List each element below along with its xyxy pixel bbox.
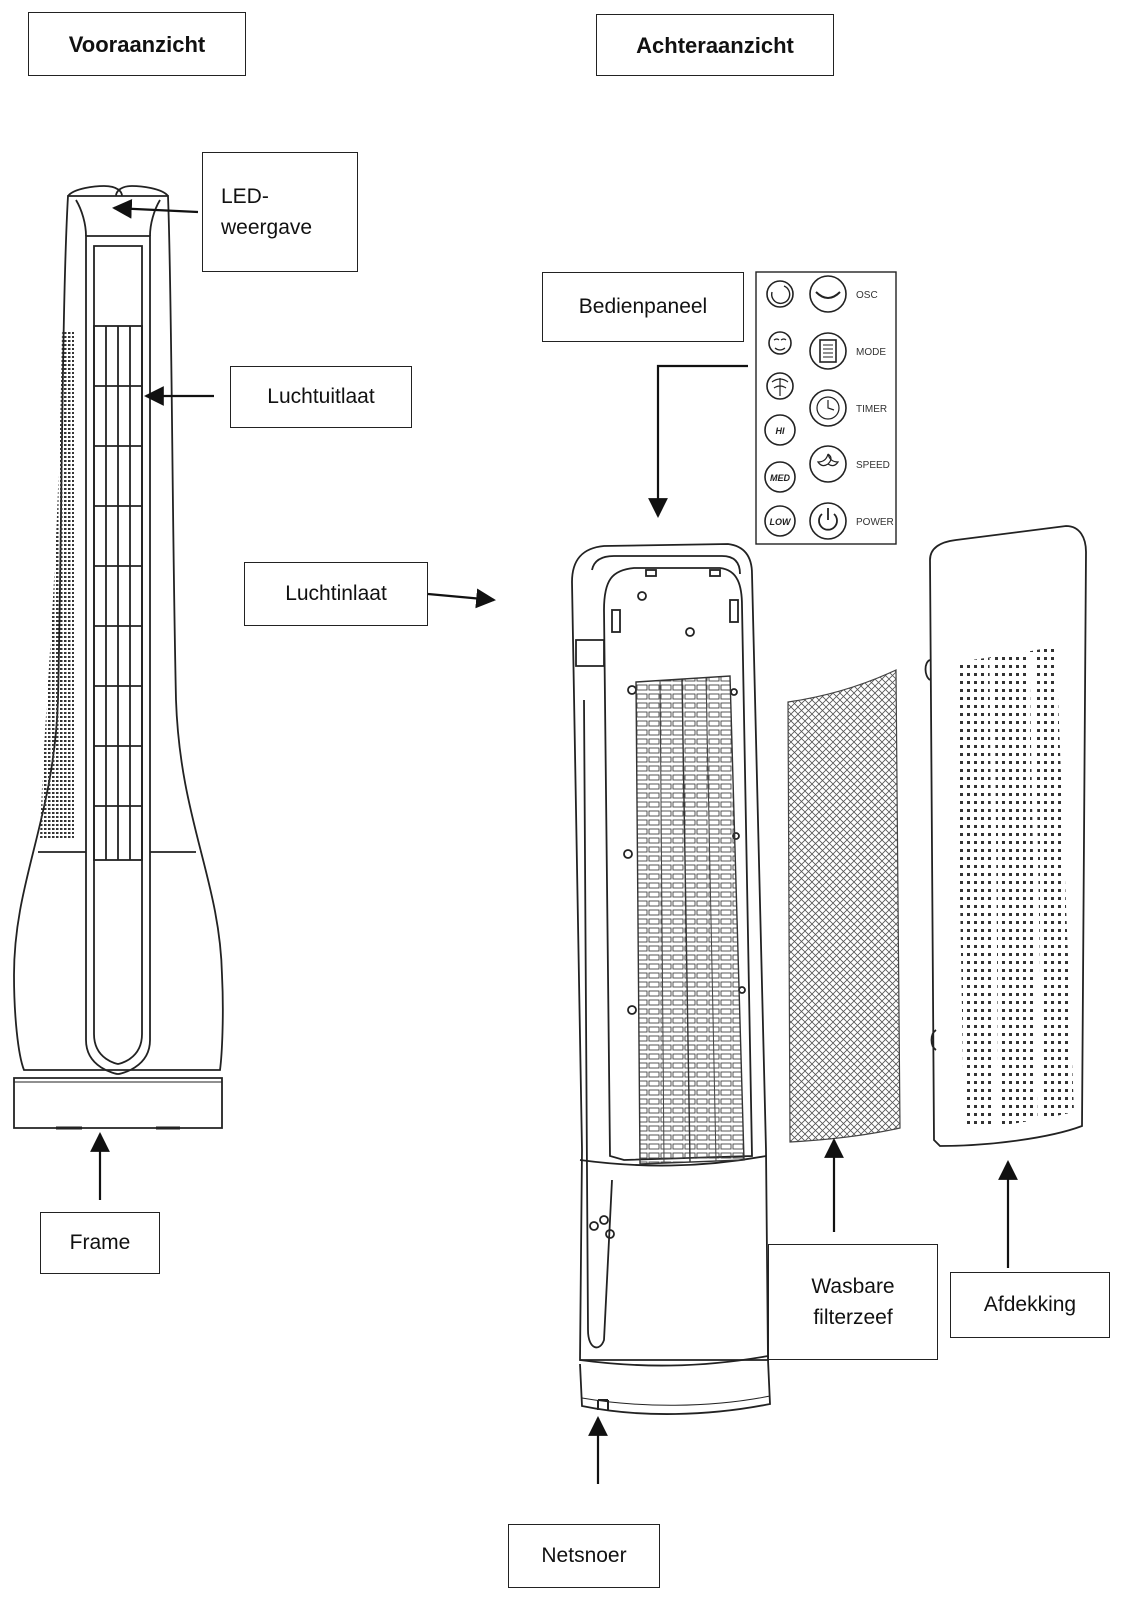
front-tower xyxy=(13,185,224,1130)
speed-label: SPEED xyxy=(856,460,890,471)
timer-label: TIMER xyxy=(856,404,887,415)
washable-filter-label-line2: filterzeef xyxy=(813,1306,893,1329)
natural-wind-icon xyxy=(766,372,794,400)
sleep-icon xyxy=(768,331,792,355)
front-view-title: Vooraanzicht xyxy=(28,12,246,76)
back-air-inlet-frame xyxy=(603,567,753,1161)
cover-perforation xyxy=(956,646,1074,1128)
power-button-icon xyxy=(809,502,847,540)
back-view-title: Achteraanzicht xyxy=(596,14,834,76)
control-panel-illustration xyxy=(755,271,897,545)
air-outlet-label: Luchtuitlaat xyxy=(230,366,412,428)
led-display-label-line2: weergave xyxy=(221,216,313,239)
hi-button xyxy=(764,414,796,446)
frame-label: Frame xyxy=(40,1212,160,1274)
med-button xyxy=(764,461,796,493)
air-inlet-label: Luchtinlaat xyxy=(244,562,428,626)
cover-panel xyxy=(924,525,1087,1147)
osc-label: OSC xyxy=(856,290,878,301)
oscillate-small-icon xyxy=(766,280,794,308)
back-tower-base xyxy=(579,1359,771,1415)
washable-filter-label-line1: Wasbare xyxy=(811,1274,895,1298)
power-cord-socket xyxy=(597,1399,609,1410)
mode-button-icon xyxy=(809,332,847,370)
led-display-label: LED- weergave xyxy=(202,152,358,272)
front-tower-top xyxy=(67,185,123,197)
control-panel-label: Bedienpaneel xyxy=(542,272,744,342)
led-display-label-line1: LED- xyxy=(221,184,269,208)
mode-label: MODE xyxy=(856,347,886,358)
front-tower-slot xyxy=(85,235,151,1075)
low-button-label: LOW xyxy=(770,517,792,527)
power-cord-label: Netsnoer xyxy=(508,1524,660,1588)
cover-label: Afdekking xyxy=(950,1272,1110,1338)
washable-filter xyxy=(787,669,901,1143)
back-vent-grille xyxy=(635,675,745,1165)
speed-button-icon xyxy=(809,445,847,483)
washable-filter-label: Wasbare filterzeef xyxy=(768,1244,938,1360)
front-tower-base xyxy=(13,1077,223,1129)
power-label: POWER xyxy=(856,517,894,528)
inlet-arrow xyxy=(427,588,496,609)
low-button xyxy=(764,505,796,537)
med-button-label: MED xyxy=(770,473,791,483)
back-tower-body xyxy=(571,543,769,1361)
timer-button-icon xyxy=(809,389,847,427)
osc-button-icon xyxy=(809,275,847,313)
led-arrow xyxy=(112,198,199,219)
front-side-vents xyxy=(40,330,74,840)
control-panel-arrow xyxy=(648,364,748,518)
hi-button-label: HI xyxy=(776,426,785,436)
